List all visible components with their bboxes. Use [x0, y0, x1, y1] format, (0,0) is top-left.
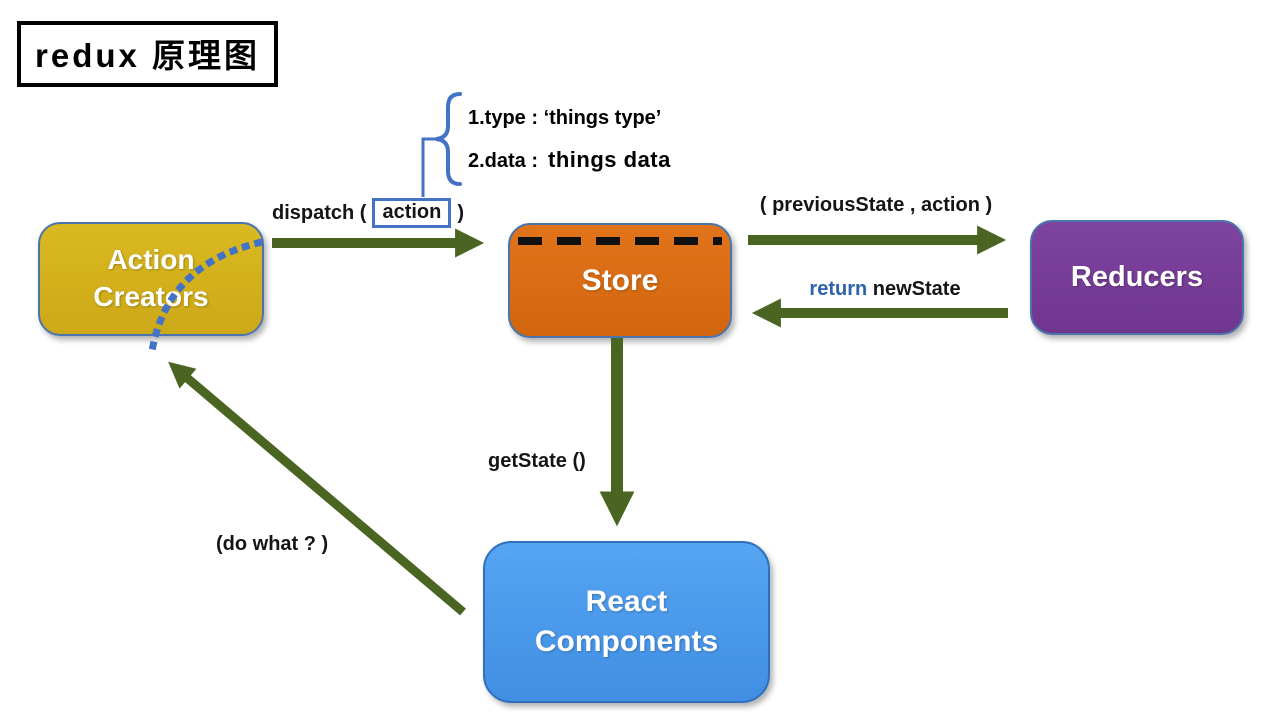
dowhat-arrow — [168, 361, 466, 616]
annotation-line-type: 1.type : ‘things type’ — [468, 107, 662, 129]
dispatch-label: dispatch ( action ) — [272, 196, 464, 230]
node-store-label: Store — [581, 263, 659, 297]
node-action-creators: Action Creators — [38, 222, 264, 336]
getstate-label: getState () — [488, 450, 586, 472]
return-keyword: return — [809, 278, 868, 300]
diagram-title-box: redux 原理图 — [17, 21, 279, 87]
dispatch-suffix: ) — [457, 201, 465, 224]
annotation-data-label: 2.data : — [468, 150, 539, 172]
annotation-data-value: things data — [548, 147, 671, 172]
annotation-brace — [435, 92, 462, 186]
node-react-components-label-line2: Components — [534, 625, 719, 658]
previousstate-label: ( previousState , action ) — [759, 194, 993, 216]
dowhat-label: (do what ? ) — [216, 533, 329, 555]
node-reducers: Reducers — [1030, 220, 1244, 335]
node-action-creators-label-line2: Creators — [93, 281, 209, 312]
node-react-components: React Components — [483, 541, 770, 703]
node-store: Store — [508, 223, 732, 338]
dispatch-prefix: dispatch ( — [272, 201, 367, 224]
return-newstate-label: return newState — [760, 278, 1010, 301]
node-action-creators-label-line1: Action — [107, 244, 195, 276]
action-brace-connector — [421, 137, 436, 197]
node-reducers-label: Reducers — [1070, 261, 1204, 294]
annotation-line-data: 2.data : things data — [468, 147, 671, 173]
diagram-title: redux 原理图 — [35, 37, 261, 74]
node-react-components-label-line1: React — [585, 585, 668, 619]
action-boxed-label: action — [372, 198, 452, 228]
newstate-text: newState — [867, 278, 961, 300]
